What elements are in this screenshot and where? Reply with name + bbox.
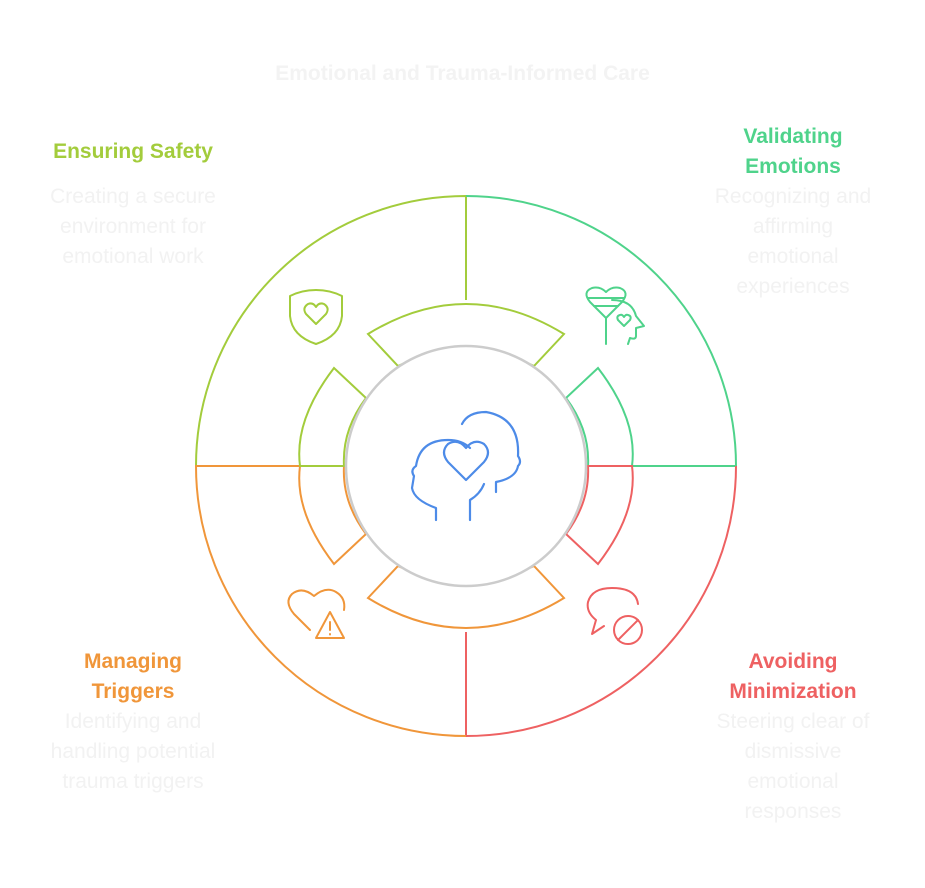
desc-line: dismissive <box>744 740 842 763</box>
label-line: Triggers <box>91 680 175 703</box>
label-validating-emotions: Validating Emotions <box>678 122 908 182</box>
desc-line: emotional <box>747 245 839 268</box>
desc-line: affirming <box>752 215 834 238</box>
desc-line: emotional <box>747 770 839 793</box>
outer-quadrant-safety <box>195 194 467 467</box>
diagram-title: Emotional and Trauma-Informed Care <box>275 62 650 85</box>
outer-quadrant-minimization <box>465 465 737 738</box>
label-line: Avoiding <box>748 650 838 673</box>
mind-hearts-icon <box>585 286 645 345</box>
desc-line: environment for <box>60 215 206 238</box>
label-line: Ensuring Safety <box>53 140 213 163</box>
desc-line: emotional work <box>62 245 204 268</box>
desc-avoiding-minimization: Steering clear of dismissive emotional r… <box>678 707 908 827</box>
label-line: Minimization <box>729 680 857 703</box>
desc-line: Steering clear of <box>716 710 870 733</box>
desc-line: handling potential <box>50 740 216 763</box>
desc-managing-triggers: Identifying and handling potential traum… <box>18 707 248 797</box>
heart-warning-icon <box>287 588 346 639</box>
segment-right-lower <box>564 465 634 566</box>
desc-line: Identifying and <box>64 710 202 733</box>
label-line: Managing <box>84 650 182 673</box>
speech-bubble-prohibited-icon <box>586 587 643 645</box>
desc-validating-emotions: Recognizing and affirming emotional expe… <box>678 182 908 302</box>
label-managing-triggers: Managing Triggers <box>18 647 248 707</box>
desc-line: responses <box>744 800 842 823</box>
desc-ensuring-safety: Creating a secure environment for emotio… <box>18 182 248 272</box>
label-line: Validating <box>743 125 843 148</box>
label-ensuring-safety: Ensuring Safety <box>18 137 248 167</box>
outer-quadrant-validating <box>465 195 738 467</box>
head-heart-icon <box>410 410 522 522</box>
label-avoiding-minimization: Avoiding Minimization <box>678 647 908 707</box>
desc-line: Recognizing and <box>714 185 872 208</box>
desc-line: experiences <box>736 275 850 298</box>
outer-quadrant-triggers <box>194 465 467 737</box>
desc-line: trauma triggers <box>62 770 204 793</box>
inner-circle <box>344 344 588 588</box>
shield-heart-icon <box>289 289 343 345</box>
segment-left-upper <box>298 366 368 467</box>
desc-line: Creating a secure <box>50 185 216 208</box>
label-line: Emotions <box>745 155 841 178</box>
